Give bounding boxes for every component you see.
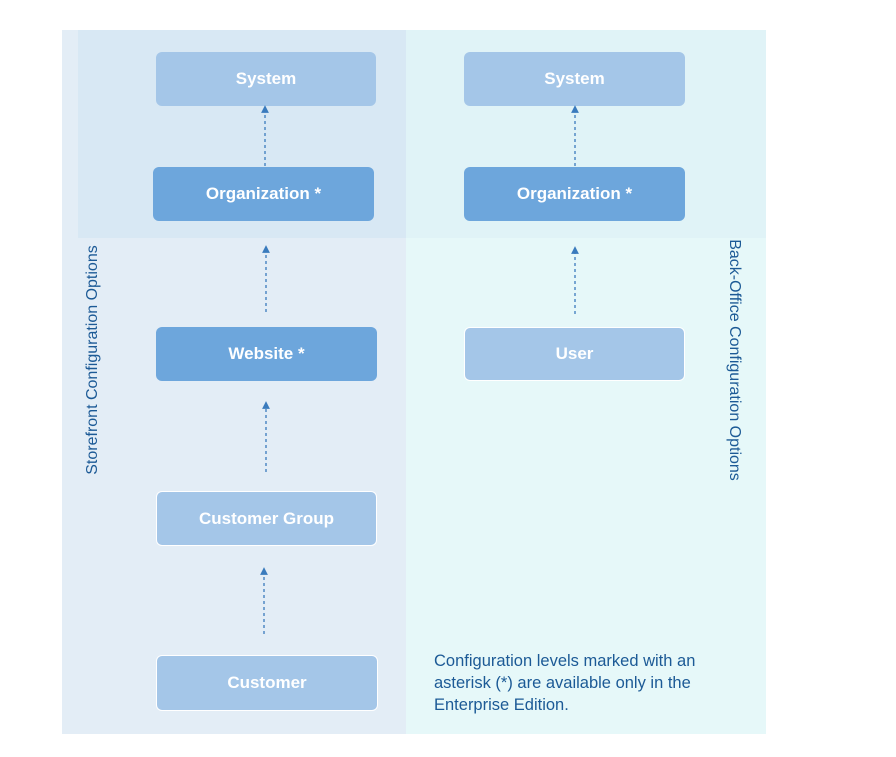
enterprise-note: Configuration levels marked with an aste… xyxy=(434,652,696,714)
storefront-system-node: System xyxy=(156,52,376,106)
storefront-customer-group-node: Customer Group xyxy=(156,491,377,546)
storefront-website-node: Website * xyxy=(156,327,377,381)
storefront-label: Storefront Configuration Options xyxy=(84,245,101,475)
storefront-customer-node: Customer xyxy=(156,655,378,711)
backoffice-user-node: User xyxy=(464,327,685,381)
backoffice-organization-node: Organization * xyxy=(464,167,685,221)
backoffice-system-node: System xyxy=(464,52,685,106)
storefront-organization-node: Organization * xyxy=(153,167,374,221)
backoffice-label: Back-Office Configuration Options xyxy=(726,239,743,481)
